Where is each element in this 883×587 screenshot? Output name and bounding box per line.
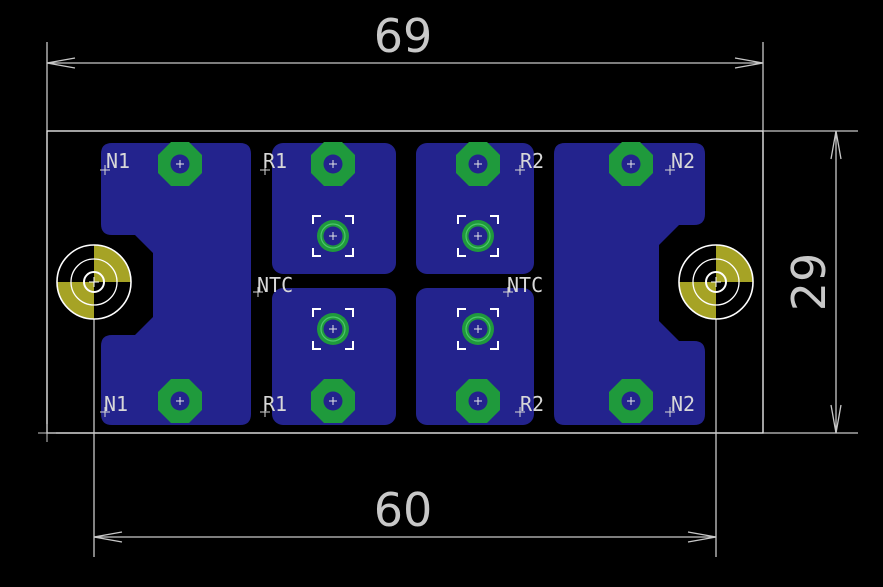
octagon-pad-icon[interactable] bbox=[310, 378, 356, 424]
copper-zone-r1-top[interactable] bbox=[272, 143, 396, 274]
copper-zone-r2-bottom[interactable] bbox=[416, 288, 534, 425]
origin-marker bbox=[38, 424, 56, 442]
dimension-width-label: 69 bbox=[374, 9, 433, 63]
label-ntc-left[interactable]: NTC bbox=[257, 273, 293, 297]
dimension-hole-spacing[interactable] bbox=[93, 285, 717, 557]
octagon-pad-icon[interactable] bbox=[455, 378, 501, 424]
copper-zone-r1-bottom[interactable] bbox=[272, 288, 396, 425]
label-r1-bottom[interactable]: R1 bbox=[263, 392, 287, 416]
copper-layer bbox=[101, 143, 705, 425]
dimension-hole-spacing-label: 60 bbox=[374, 483, 433, 537]
octagon-pad-icon[interactable] bbox=[157, 378, 203, 424]
copper-zone-r2-top[interactable] bbox=[416, 143, 534, 274]
label-n2-top[interactable]: N2 bbox=[671, 149, 695, 173]
label-n2-bottom[interactable]: N2 bbox=[671, 392, 695, 416]
mounting-hole-icon[interactable] bbox=[56, 244, 132, 320]
label-n1-top[interactable]: N1 bbox=[106, 149, 130, 173]
label-r1-top[interactable]: R1 bbox=[263, 149, 287, 173]
octagon-pad-icon[interactable] bbox=[310, 141, 356, 187]
silk-anchors bbox=[100, 165, 675, 417]
copper-zone-n2[interactable] bbox=[554, 143, 705, 425]
board-outline[interactable] bbox=[46, 130, 764, 434]
dimension-width[interactable] bbox=[46, 42, 764, 131]
dimension-height-label: 29 bbox=[782, 253, 836, 312]
dimension-height[interactable] bbox=[763, 130, 858, 434]
label-n1-bottom[interactable]: N1 bbox=[104, 392, 128, 416]
octagon-pad-icon[interactable] bbox=[608, 141, 654, 187]
octagon-pad-icon[interactable] bbox=[157, 141, 203, 187]
copper-zone-n1[interactable] bbox=[101, 143, 251, 425]
label-ntc-right[interactable]: NTC bbox=[507, 273, 543, 297]
label-r2-top[interactable]: R2 bbox=[520, 149, 544, 173]
octagon-pad-icon[interactable] bbox=[608, 378, 654, 424]
mounting-hole-icon[interactable] bbox=[678, 244, 754, 320]
label-r2-bottom[interactable]: R2 bbox=[520, 392, 544, 416]
octagon-pad-icon[interactable] bbox=[455, 141, 501, 187]
